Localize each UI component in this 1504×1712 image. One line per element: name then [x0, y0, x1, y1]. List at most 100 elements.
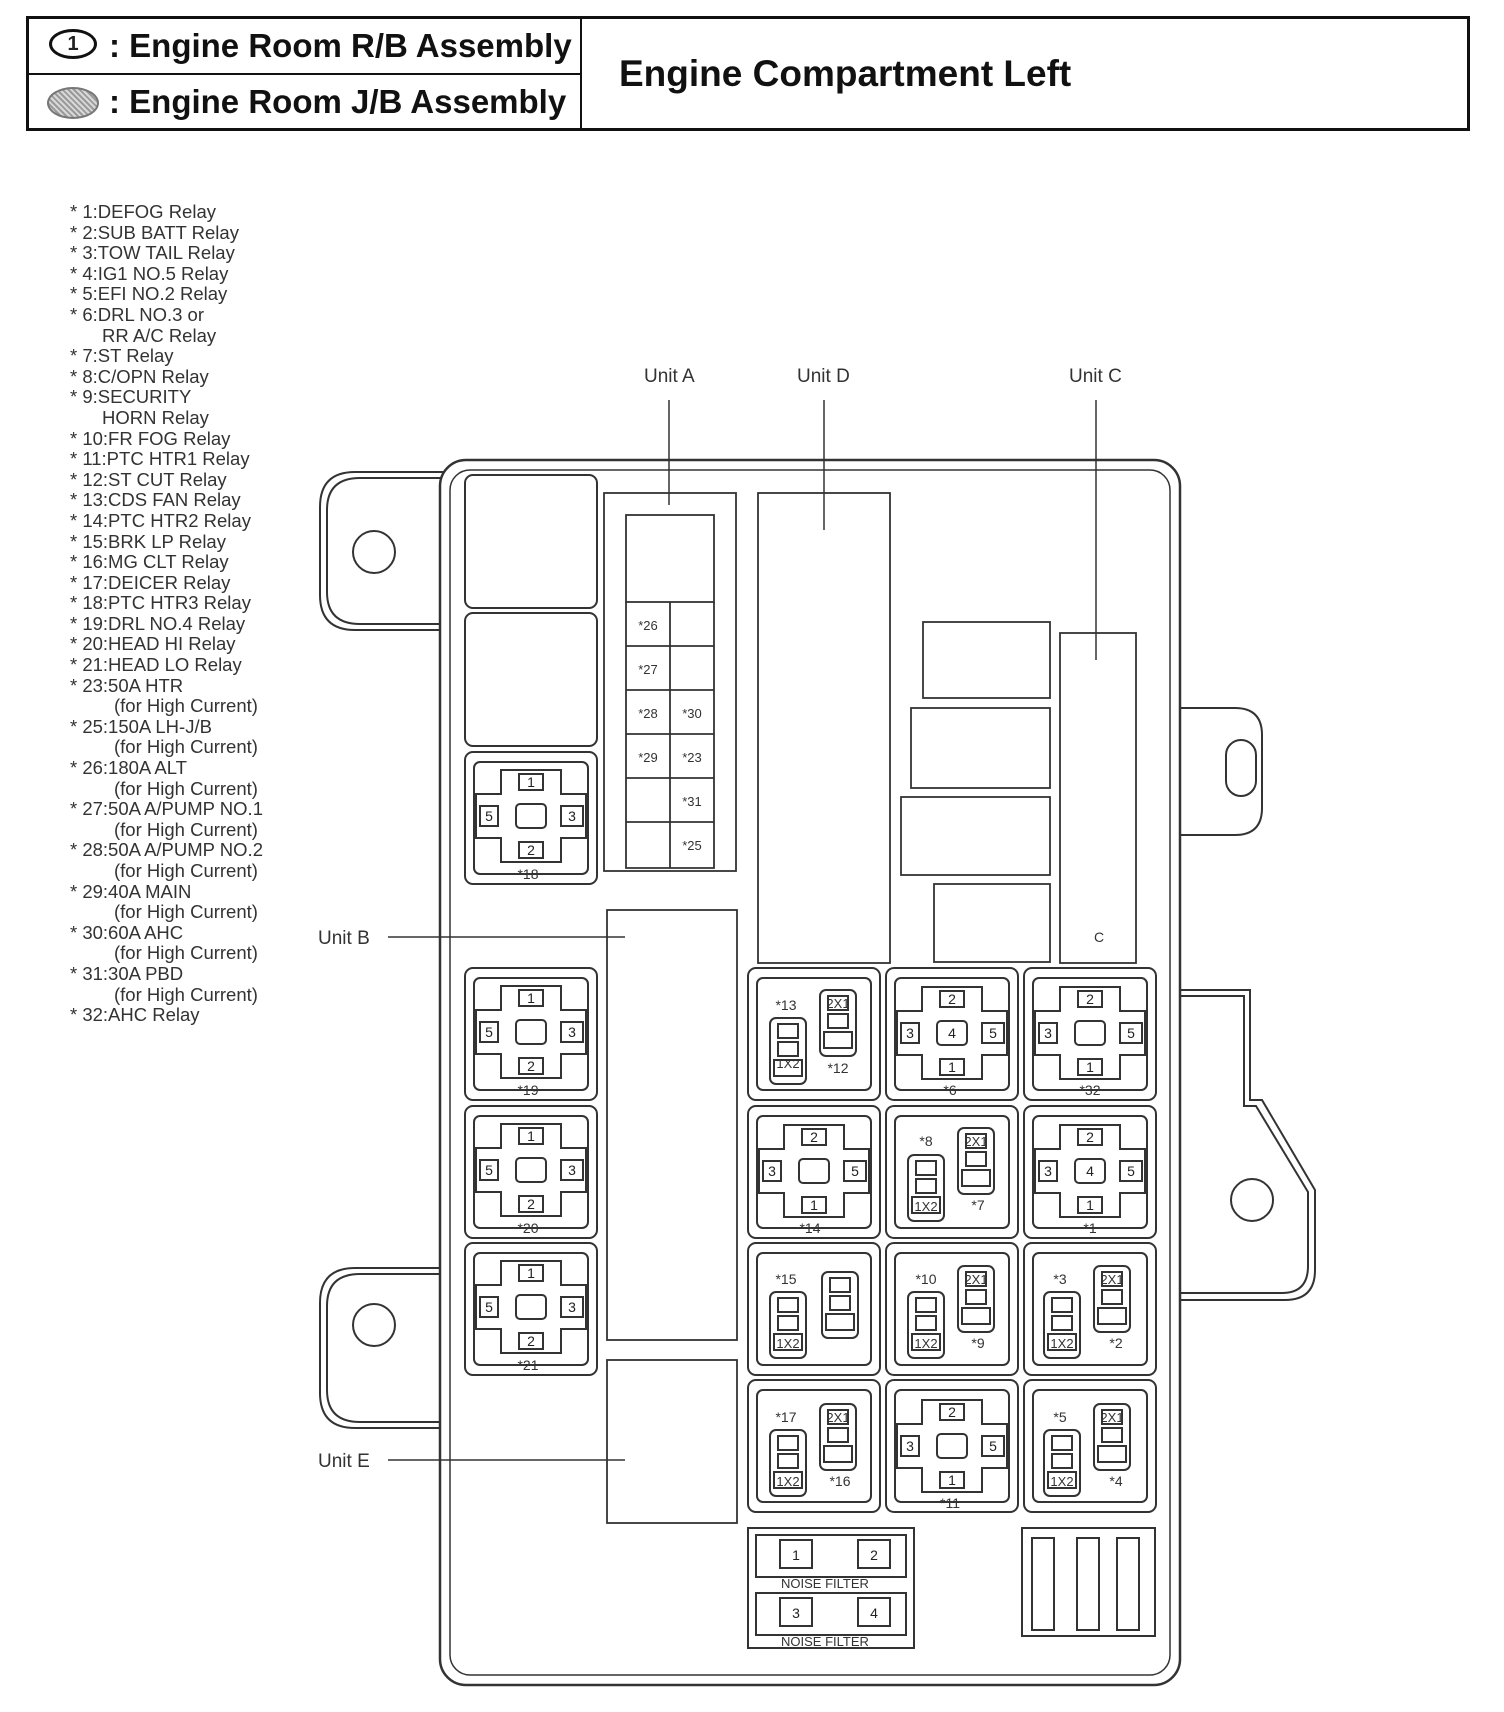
- unit-c-label: Unit C: [1069, 366, 1122, 387]
- pin-label: 2: [527, 1196, 535, 1212]
- relay-label: *4: [1109, 1473, 1122, 1489]
- mini-relay-socket: [907, 1154, 945, 1222]
- pin-label: 1: [527, 1128, 535, 1144]
- fuse-cell-label: *25: [682, 838, 702, 853]
- pin-label: 2X1: [1100, 1272, 1123, 1287]
- pin-label: 2: [948, 991, 956, 1007]
- legend-item-sub: HORN Relay: [102, 406, 209, 428]
- relay-label: *11: [940, 1495, 960, 1511]
- pin-label: 1: [1086, 1059, 1094, 1075]
- rb-symbol-icon: 1: [49, 29, 97, 59]
- relay-cell: [747, 967, 881, 1101]
- unit-e-label: Unit E: [318, 1451, 370, 1472]
- relay-legend: * 1:DEFOG Relay* 2:SUB BATT Relay* 3:TOW…: [70, 201, 310, 1026]
- unit-d-label: Unit D: [797, 366, 850, 387]
- legend-item: * 1:DEFOG Relay: [70, 201, 216, 222]
- relay-label: *7: [971, 1197, 984, 1213]
- pin-label: 3: [568, 1162, 576, 1178]
- unit-c-frame: [1059, 632, 1137, 964]
- fuse-cell-label: *31: [682, 794, 702, 809]
- relay-label: *9: [971, 1335, 984, 1351]
- legend-item: * 12:ST CUT Relay: [70, 468, 227, 490]
- relay-cell-inner: [473, 1252, 589, 1366]
- relay-cell: [1023, 967, 1157, 1101]
- relay-label: *15: [775, 1271, 796, 1287]
- mini-relay-socket: [769, 1429, 807, 1497]
- pin-label: 4: [948, 1025, 956, 1041]
- nf-terminal-2: [857, 1539, 891, 1569]
- relay-cell-inner: [894, 1389, 1010, 1503]
- mini-relay-socket: [1093, 1403, 1131, 1471]
- pin-label: 2X1: [826, 996, 849, 1011]
- legend-item: * 28:50A A/PUMP NO.2: [70, 839, 263, 861]
- relay-label: *19: [517, 1082, 538, 1098]
- nf-terminal-label: 2: [870, 1547, 878, 1563]
- left-bottom-mount-ear-inner: [326, 1273, 449, 1423]
- legend-item: * 7:ST Relay: [70, 345, 174, 367]
- relay-cell: [747, 1105, 881, 1239]
- legend-item-sub: RR A/C Relay: [102, 324, 217, 346]
- relay-cell-inner: [1032, 1115, 1148, 1229]
- legend-item-sub: (for High Current): [114, 860, 258, 881]
- relay-cell: [885, 1105, 1019, 1239]
- legend-item: * 32:AHC Relay: [70, 1004, 200, 1026]
- relay-label: *1: [1083, 1220, 1096, 1236]
- nf-terminal-label: 1: [792, 1547, 800, 1563]
- slot-left-top-1: [464, 474, 598, 609]
- relay-socket: [1034, 1124, 1146, 1218]
- relay-cell: [885, 1242, 1019, 1376]
- legend-item: * 27:50A A/PUMP NO.1: [70, 798, 263, 820]
- nf-terminal-1: [779, 1539, 813, 1569]
- noise-filter-bottom: [755, 1592, 907, 1636]
- fuse-cell-label: *29: [638, 750, 658, 765]
- mount-slot-right: [1225, 739, 1257, 797]
- pin-label: 2X1: [964, 1272, 987, 1287]
- jb-label: : Engine Room J/B Assembly: [109, 83, 567, 120]
- mini-relay-socket: [819, 1403, 857, 1471]
- fuse-cell-label: *28: [638, 706, 658, 721]
- housing-inner: [449, 469, 1171, 1676]
- pin-label: 2: [810, 1129, 818, 1145]
- right-lower-mount-ear-inner: [1173, 995, 1309, 1294]
- relay-label: *17: [775, 1409, 796, 1425]
- legend-item-sub: (for High Current): [114, 736, 258, 758]
- relay-cell: [885, 967, 1019, 1101]
- relay-cell-inner: [473, 977, 589, 1091]
- header-table: 1 : Engine Room R/B Assembly : Engine Ro…: [26, 16, 1470, 131]
- left-top-mount-ear: [319, 471, 443, 631]
- unit-a-fuse-grid: [625, 602, 715, 869]
- pin-label: 3: [1044, 1163, 1052, 1179]
- legend-item: * 25:150A LH-J/B: [70, 715, 212, 737]
- pin-label: 5: [989, 1438, 997, 1454]
- mini-relay-socket: [1093, 1265, 1131, 1333]
- relay-cell-inner: [894, 977, 1010, 1091]
- mount-hole-right: [1230, 1178, 1274, 1222]
- relay-cell: [464, 1242, 598, 1376]
- fuse-cell-label: *26: [638, 618, 658, 633]
- relay-cell-inner: [756, 1252, 872, 1366]
- housing-outer: [438, 458, 1182, 1687]
- pin-label: 1: [527, 990, 535, 1006]
- pin-label: 5: [1127, 1025, 1135, 1041]
- pin-label: 1: [527, 1265, 535, 1281]
- relay-cell-inner: [473, 761, 589, 875]
- relay-label: *3: [1053, 1271, 1066, 1287]
- relay-label: *20: [517, 1220, 538, 1236]
- mini-relay-socket: [819, 989, 857, 1057]
- fuse-cell-label: *27: [638, 662, 658, 677]
- block-mid-2: [910, 707, 1051, 789]
- pin-label: 2: [527, 842, 535, 858]
- pin-label: 3: [768, 1163, 776, 1179]
- nf-terminal-label: 3: [792, 1605, 800, 1621]
- legend-item-sub: (for High Current): [114, 818, 258, 840]
- left-bottom-mount-ear: [319, 1267, 443, 1429]
- legend-item: * 3:TOW TAIL Relay: [70, 242, 235, 264]
- mini-relay-socket: [1043, 1291, 1081, 1359]
- mini-relay-socket: [769, 1291, 807, 1359]
- relay-label: *2: [1109, 1335, 1122, 1351]
- pin-label: 2: [1086, 991, 1094, 1007]
- legend-item-sub: (for High Current): [114, 983, 258, 1005]
- pin-label: 3: [568, 1024, 576, 1040]
- noise-filter-label-1: NOISE FILTER: [781, 1576, 869, 1591]
